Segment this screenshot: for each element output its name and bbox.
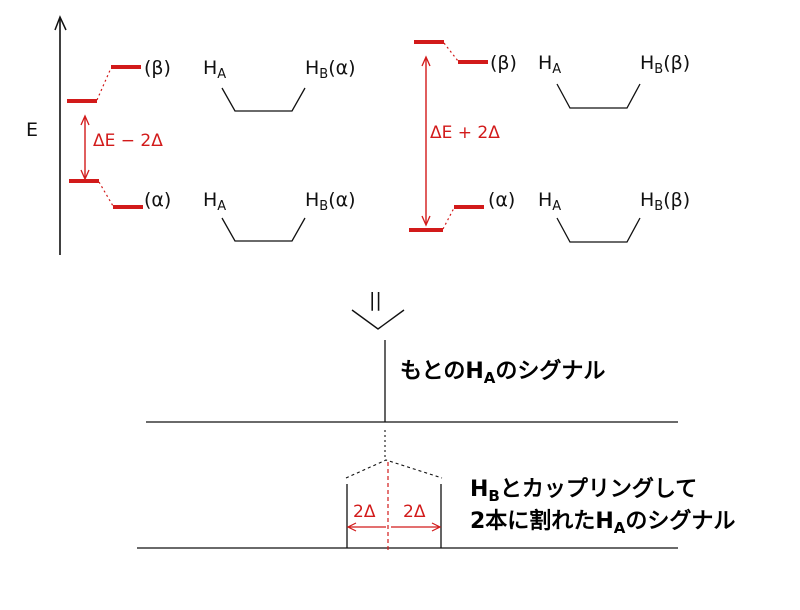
- spin-label-upper-a: (β): [144, 57, 171, 79]
- ha-label-upper-right: HA: [538, 52, 561, 77]
- bond-upper-left: [221, 87, 306, 112]
- ha-label-lower-right: HA: [538, 189, 561, 214]
- transition-label-right: ΔE + 2Δ: [430, 123, 500, 143]
- transition-arrow-left-bottom-head: [80, 169, 90, 181]
- connector-upper-right: [443, 42, 459, 62]
- hb-label-upper-right: HB(β): [640, 52, 690, 77]
- down-arrow: ||: [351, 289, 405, 330]
- energy-axis-label: E: [26, 119, 38, 141]
- ha-label-lower: HA: [203, 189, 226, 214]
- transition-label-left: ΔE − 2Δ: [93, 131, 163, 151]
- split-signal-label-line1: HBとカップリングして: [470, 476, 697, 505]
- bond-lower-left: [221, 217, 306, 242]
- original-signal-label: もとのHAのシグナル: [400, 358, 605, 387]
- original-signal-spectrum: もとのHAのシグナル: [146, 340, 678, 423]
- hb-label-lower-right: HB(β): [640, 189, 690, 214]
- connector-lower-left: [98, 181, 114, 207]
- gap-label-left: 2Δ: [353, 502, 376, 522]
- down-arrow-symbol: ||: [369, 289, 382, 311]
- right-energy-diagram: ΔE + 2Δ (β) HA HB(β) (α) HA HB(β): [409, 40, 690, 243]
- gap-label-right: 2Δ: [403, 502, 426, 522]
- connector-lower-right: [442, 207, 455, 230]
- gap-arrow-left-head: [346, 522, 357, 532]
- down-arrow-head: [351, 309, 405, 330]
- ha-label-upper: HA: [203, 57, 226, 82]
- spin-label-lower-a-right: (α): [488, 189, 515, 211]
- transition-arrow-right-bottom-head: [421, 215, 431, 227]
- bond-upper-right: [556, 83, 641, 109]
- spin-label-lower-a: (α): [144, 189, 171, 211]
- hb-label-upper: HB(α): [305, 57, 356, 82]
- energy-axis-arrowhead: [54, 15, 67, 31]
- gap-arrow-right-head: [431, 522, 442, 532]
- transition-arrow-right-top-head: [421, 55, 431, 67]
- doublet-envelope: [345, 459, 443, 479]
- split-signal-spectrum: 2Δ 2Δ HBとカップリングして 2本に割れたHAのシグナル: [137, 430, 735, 552]
- connector-upper-left: [96, 67, 112, 101]
- left-energy-diagram: E ΔE − 2Δ (β) HA HB(α) (α) HA HB(α): [26, 15, 356, 255]
- split-signal-label-line2: 2本に割れたHAのシグナル: [470, 508, 735, 537]
- transition-arrow-left-top-head: [80, 114, 90, 126]
- bond-lower-right: [556, 217, 641, 243]
- hb-label-lower: HB(α): [305, 189, 356, 214]
- spin-label-upper-a-right: (β): [490, 52, 517, 74]
